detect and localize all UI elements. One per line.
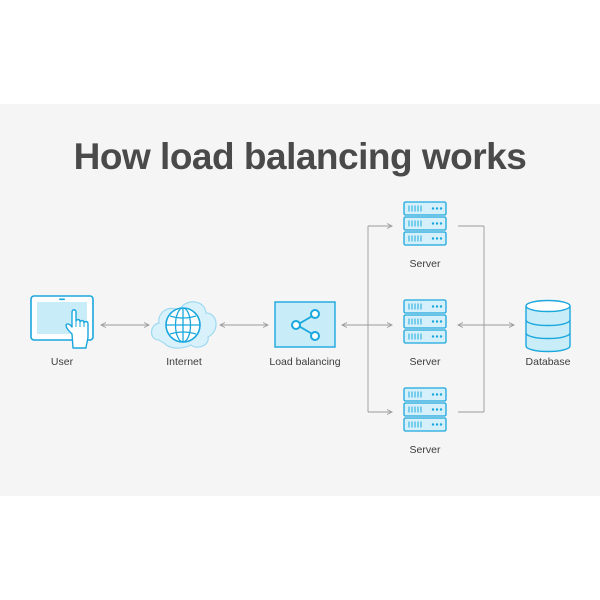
server-label-middle: Server xyxy=(409,356,441,368)
server-rack-icon xyxy=(404,202,446,245)
diagram-background xyxy=(0,104,600,496)
server-label-bottom: Server xyxy=(409,444,441,456)
share-icon xyxy=(274,301,336,348)
tablet-touch-icon xyxy=(30,295,94,349)
user-label: User xyxy=(50,356,74,368)
cloud-globe-icon xyxy=(150,301,217,349)
server-rack-icon xyxy=(404,388,446,431)
database-icon xyxy=(525,299,571,353)
server-label-top: Server xyxy=(409,258,441,270)
connector-loadbalancer-servers xyxy=(342,226,392,412)
load-balancer-label: Load balancing xyxy=(269,356,341,368)
internet-label: Internet xyxy=(166,356,202,368)
database-label: Database xyxy=(525,356,571,368)
server-rack-icon xyxy=(404,300,446,343)
page-title: How load balancing works xyxy=(73,136,527,177)
connector-servers-database xyxy=(458,225,514,413)
